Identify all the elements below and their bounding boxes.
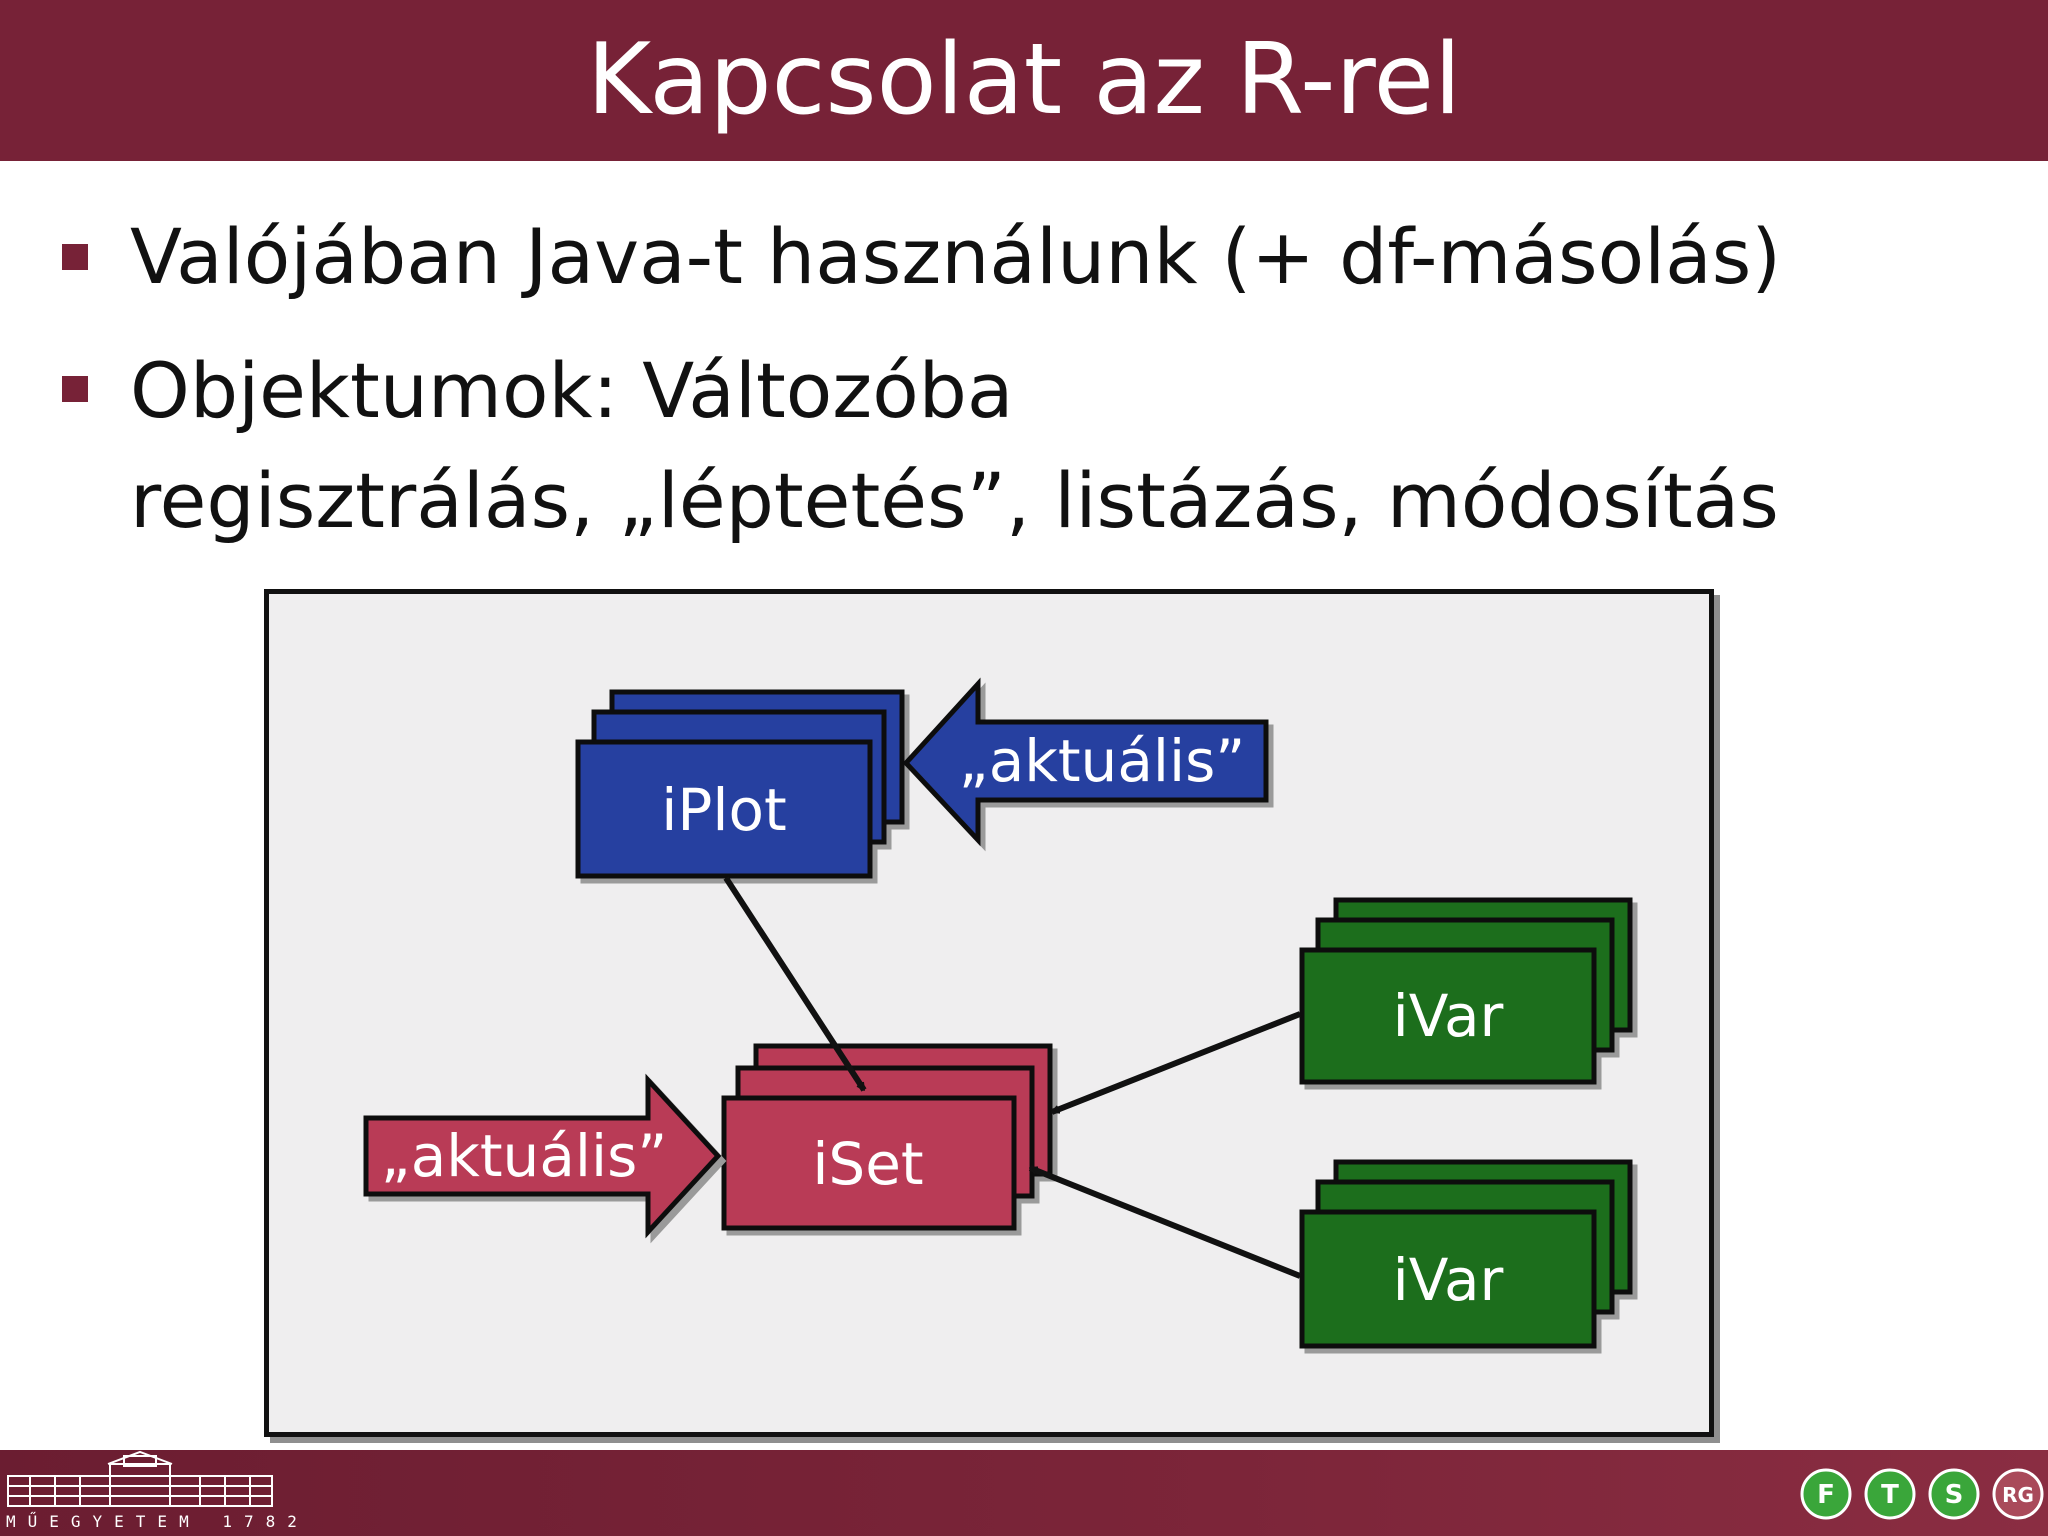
logo-letter-rg: RG <box>2002 1483 2034 1507</box>
logo-letter-s: S <box>1945 1480 1964 1510</box>
iset-box-front <box>721 1095 1017 1231</box>
university-building-logo <box>7 1450 273 1507</box>
iset-label: iSet <box>812 1130 923 1198</box>
connector-ivar2-to-iset <box>1030 1165 1302 1279</box>
current-set-arrow <box>363 1073 722 1239</box>
ivar-2-box-front <box>1299 1209 1597 1349</box>
logo-circle-rg <box>1992 1468 2044 1520</box>
iplot-box-front <box>575 739 873 879</box>
logo-circle-f <box>1800 1468 1852 1520</box>
logo-circle-t <box>1864 1468 1916 1520</box>
current-plot-arrow-label: „aktuális” <box>959 727 1246 795</box>
university-name: MŰEGYETEM 1782 <box>6 1512 309 1531</box>
iplot-stack <box>575 689 905 879</box>
iplot-label: iPlot <box>661 776 786 844</box>
bullet-marker <box>62 244 88 270</box>
footer-bar <box>0 1450 2048 1536</box>
title-bar <box>0 0 2048 161</box>
ivar-stack-1 <box>1299 897 1633 1085</box>
ivar-stack-2 <box>1299 1159 1633 1349</box>
bullet-item-2-continued: regisztrálás, „léptetés”, listázás, módo… <box>130 456 1779 545</box>
bullet-marker <box>62 376 88 402</box>
current-set-arrow-label: „aktuális” <box>381 1122 668 1190</box>
ivar-2-label: iVar <box>1393 1246 1504 1314</box>
ivar-1-label: iVar <box>1393 982 1504 1050</box>
logo-letter-f: F <box>1817 1480 1835 1510</box>
logo-circle-s <box>1928 1468 1980 1520</box>
bullet-item-1: Valójában Java-t használunk (+ df-másolá… <box>130 212 1781 301</box>
iset-stack <box>721 1043 1053 1231</box>
bullet-item-2: Objektumok: Változóba <box>130 346 1014 435</box>
connector-iplot-to-iset <box>723 876 867 1090</box>
current-plot-arrow <box>902 677 1269 847</box>
ftsrg-logo <box>1800 1468 2044 1520</box>
connector-ivar1-to-iset <box>1052 1011 1302 1115</box>
slide-title: Kapcsolat az R-rel <box>586 23 1462 137</box>
logo-letter-t: T <box>1881 1480 1899 1510</box>
ivar-1-box-front <box>1299 947 1597 1085</box>
